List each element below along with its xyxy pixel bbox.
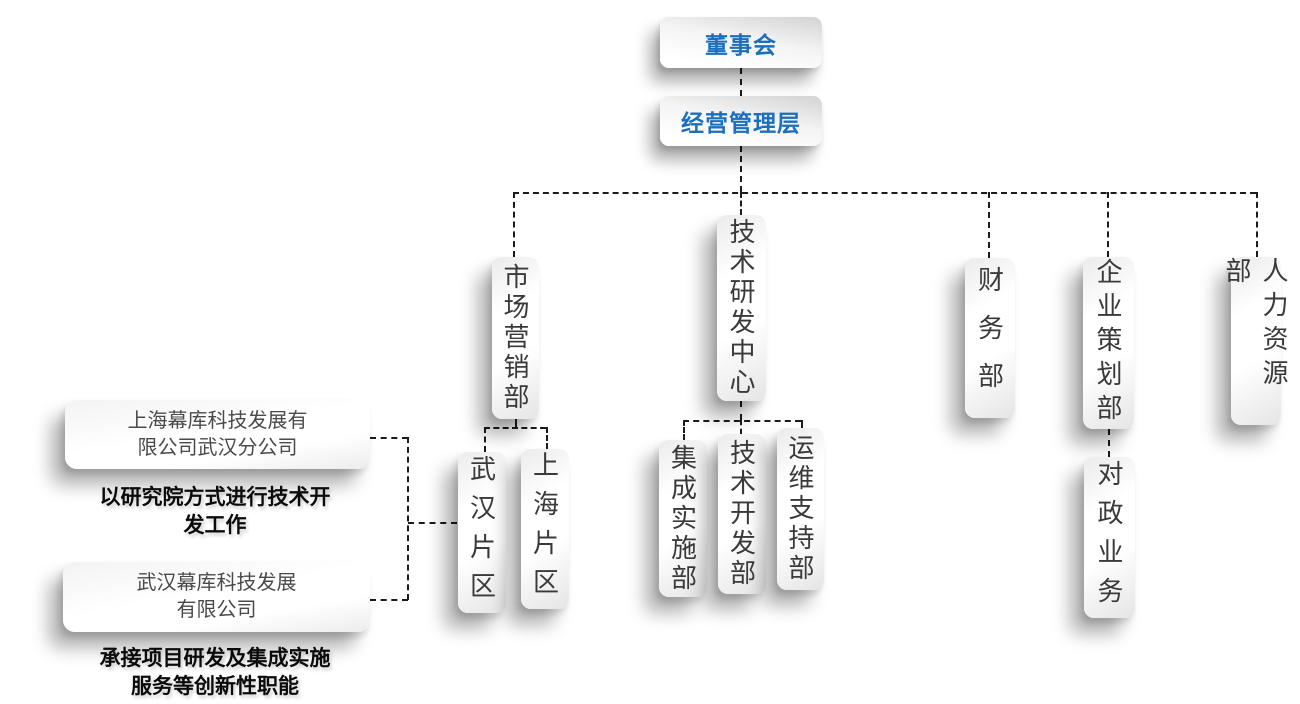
- connector-marketing-stub: [515, 419, 517, 427]
- subbox-label-ops-support: 运维支持部: [785, 434, 815, 584]
- dept-box-planning: 企业策划部: [1083, 257, 1134, 429]
- board-box: 董事会: [660, 17, 822, 68]
- dept-box-rnd-center: 技术研发中心: [717, 215, 766, 401]
- affiliate-note-shanghai-branch: 以研究院方式进行技术开 发工作: [48, 484, 382, 540]
- connector-drop-shanghai-area: [546, 427, 548, 449]
- affiliate-note-line: 承接项目研发及集成实施: [99, 647, 331, 670]
- connector-rnd-stub: [740, 401, 742, 420]
- connector-affiliate2-out: [370, 599, 408, 601]
- dept-label-rnd-center: 技术研发中心: [726, 218, 756, 398]
- dept-label-planning: 企业策划部: [1093, 258, 1123, 428]
- connector-rnd-branch: [683, 420, 801, 422]
- affiliate-box-shanghai-branch: 上海幕库科技发展有 限公司武汉分公司: [65, 400, 370, 469]
- affiliate-note-wuhan-company: 承接项目研发及集成实施 服务等创新性职能: [48, 645, 382, 701]
- subbox-integration: 集成实施部: [659, 440, 707, 597]
- affiliate-note-line: 以研究院方式进行技术开: [99, 486, 331, 509]
- connector-drop-integration: [683, 420, 685, 440]
- dept-label-finance: 财务部: [974, 266, 1005, 410]
- connector-affiliate-vertical: [407, 437, 409, 600]
- affiliate-box-wuhan-company: 武汉幕库科技发展 有限公司: [63, 562, 370, 632]
- affiliate-name-line: 有限公司: [176, 599, 257, 621]
- affiliate-note-line: 发工作: [183, 514, 247, 537]
- affiliate-name-line: 限公司武汉分公司: [137, 436, 298, 459]
- dept-label-hr: 人力资源部: [1222, 257, 1289, 393]
- connector-drop-finance: [988, 192, 990, 258]
- connector-management-to-trunk: [740, 146, 742, 192]
- board-label: 董事会: [705, 31, 777, 58]
- subbox-gov-business: 对政业务: [1084, 457, 1135, 618]
- connector-planning-to-gov: [1108, 429, 1110, 457]
- subbox-label-shanghai-area: 上海片区: [529, 451, 560, 607]
- dept-label-marketing: 市场营销部: [500, 263, 530, 413]
- subbox-shanghai-area: 上海片区: [521, 449, 569, 609]
- connector-drop-rnd-center: [740, 192, 742, 215]
- connector-board-to-management: [740, 68, 742, 96]
- affiliate-name-line: 武汉幕库科技发展: [136, 572, 297, 594]
- subbox-label-tech-dev: 技术开发部: [726, 439, 757, 589]
- connector-marketing-branch: [484, 427, 546, 429]
- management-label: 经营管理层: [681, 110, 801, 136]
- dept-box-hr: 人力资源部: [1222, 257, 1289, 425]
- connector-trunk-horizontal: [513, 192, 1256, 194]
- dept-box-marketing: 市场营销部: [492, 257, 539, 419]
- management-box: 经营管理层: [660, 96, 822, 146]
- dept-box-finance: 财务部: [965, 258, 1015, 418]
- connector-drop-wuhan-area: [484, 427, 486, 452]
- connector-drop-marketing: [513, 192, 515, 257]
- connector-drop-ops-support: [801, 420, 803, 428]
- affiliate-note-line: 服务等创新性职能: [131, 675, 299, 698]
- connector-drop-planning: [1107, 192, 1109, 257]
- subbox-tech-dev: 技术开发部: [718, 434, 766, 594]
- subbox-label-integration: 集成实施部: [667, 443, 698, 594]
- connector-affiliate-to-wuhan-area: [408, 522, 457, 524]
- subbox-ops-support: 运维支持部: [777, 428, 824, 590]
- affiliate-name-line: 上海幕库科技发展有: [127, 409, 308, 432]
- subbox-label-gov-business: 对政业务: [1094, 459, 1124, 616]
- subbox-wuhan-area: 武汉片区: [458, 452, 506, 613]
- connector-drop-hr: [1256, 192, 1258, 257]
- connector-drop-tech-dev: [740, 420, 742, 434]
- connector-affiliate1-out: [370, 437, 408, 439]
- subbox-label-wuhan-area: 武汉片区: [466, 454, 497, 611]
